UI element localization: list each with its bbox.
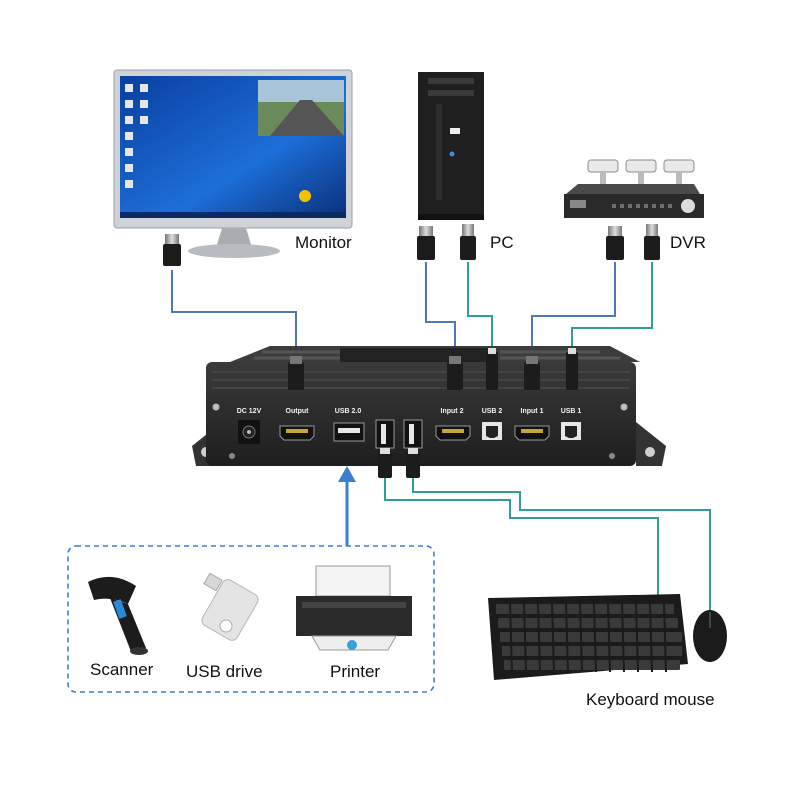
arrow-up-icon: [338, 466, 356, 546]
usb-b-port-usb1: [561, 422, 581, 440]
hdmi-plug-dvr: [606, 226, 624, 260]
kvm-switch-box: DC 12V Output USB 2.0 Input 2 USB 2 Inpu…: [192, 346, 666, 466]
usb-plug-keyboard: [378, 448, 392, 478]
usb-port-usb20: [333, 422, 365, 442]
hdmi-plug-input2: [447, 356, 463, 390]
cable-pc-usb2: [467, 262, 493, 362]
hdmi-port-input2: [435, 425, 471, 441]
cable-pc-input2: [425, 262, 456, 362]
hdmi-plug-monitor: [163, 234, 181, 266]
cable-monitor-output: [171, 270, 297, 362]
cable-keyboard: [384, 478, 659, 598]
hdmi-plug-input1: [524, 356, 540, 390]
port-label-usb2: USB 2: [482, 408, 503, 415]
port-label-usb1: USB 1: [561, 408, 582, 415]
usb-plug-mouse: [406, 448, 420, 478]
label-dvr: DVR: [670, 233, 706, 252]
label-printer: Printer: [330, 662, 381, 681]
dvr-icon: [564, 159, 704, 218]
usb-drive-icon: [201, 572, 259, 641]
plugs-top: [163, 224, 660, 266]
mouse-icon: [693, 610, 727, 662]
port-label-input1: Input 1: [521, 408, 544, 415]
usb-plug-usb1: [566, 348, 578, 390]
usb-plug-usb2: [486, 348, 498, 390]
label-monitor: Monitor: [295, 233, 352, 252]
port-label-dc: DC 12V: [237, 408, 262, 415]
dc-port: [238, 420, 260, 444]
keyboard-icon: [488, 594, 688, 680]
label-keyboard-mouse: Keyboard mouse: [586, 690, 715, 709]
cable-dvr-usb1: [571, 262, 653, 362]
hdmi-plug-output: [288, 356, 304, 390]
usb-b-port-usb2: [482, 422, 502, 440]
printer-icon: [296, 565, 412, 651]
usb-port-mouse: [403, 419, 423, 449]
cable-mouse: [412, 478, 711, 612]
peripherals-box: [67, 545, 435, 693]
label-scanner: Scanner: [90, 660, 154, 679]
hdmi-plug-pc: [417, 226, 435, 260]
pc-tower-icon: [418, 72, 484, 220]
barcode-scanner-icon: [88, 576, 148, 655]
hdmi-port-output: [279, 425, 315, 441]
port-label-usb20: USB 2.0: [335, 408, 362, 415]
port-label-output: Output: [286, 408, 310, 415]
label-usb-drive: USB drive: [186, 662, 263, 681]
port-label-input2: Input 2: [441, 408, 464, 415]
cable-dvr-input1: [531, 262, 616, 362]
hdmi-port-input1: [514, 425, 550, 441]
usb-port-keyboard: [375, 419, 395, 449]
monitor-icon: [113, 69, 353, 258]
label-pc: PC: [490, 233, 514, 252]
usb-plug-dvr: [644, 224, 660, 260]
cables: [171, 262, 711, 612]
usb-plug-pc: [460, 224, 476, 260]
plugs-into-box: [288, 348, 578, 390]
plugs-bottom: [378, 448, 420, 478]
